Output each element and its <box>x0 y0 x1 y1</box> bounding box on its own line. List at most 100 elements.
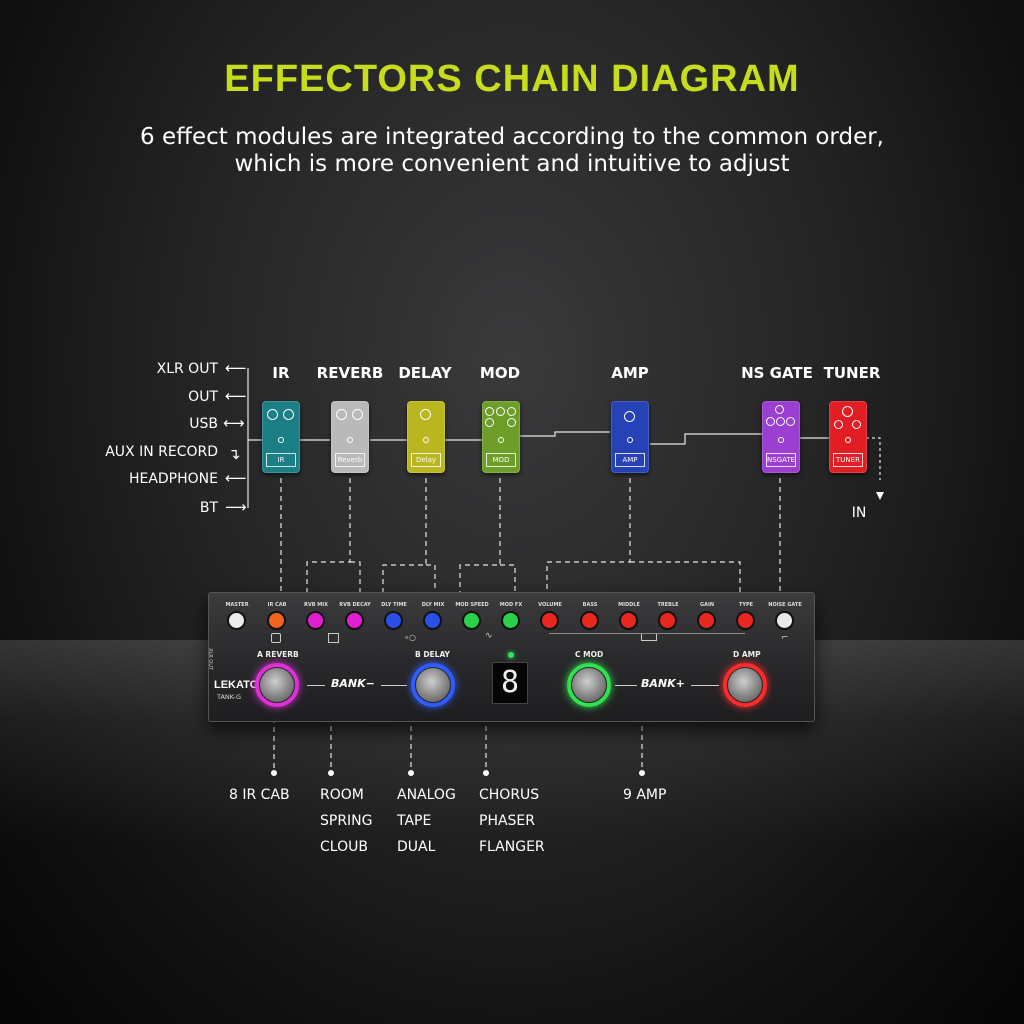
pedal-label: AMP <box>615 453 645 467</box>
pedal-mod: MOD <box>482 401 520 473</box>
out-label: OUT <box>188 389 218 405</box>
aux-in-record-label: AUX IN RECORD <box>105 444 218 460</box>
model-name: TANK-G <box>217 693 241 701</box>
module-name-reverb: REVERB <box>316 364 384 382</box>
amp-section-divider <box>549 633 745 634</box>
feature-item: CLOUB <box>320 839 368 855</box>
pedal-knob <box>485 407 494 416</box>
knob-label-volume: VOLUME <box>538 602 562 608</box>
feature-list-mod: CHORUS PHASER FLANGER <box>479 782 545 860</box>
pedal-knob <box>766 417 775 426</box>
page-title: EFFECTORS CHAIN DIAGRAM <box>224 58 800 100</box>
preset-display: 8 <box>492 662 528 704</box>
pedal-switch <box>627 437 633 443</box>
arrow-line <box>615 685 637 686</box>
feature-item: CHORUS <box>479 787 540 803</box>
module-name-amp: AMP <box>611 364 649 382</box>
feature-item: PHASER <box>479 813 536 829</box>
footswitch-ring-b <box>411 663 455 707</box>
footswitch-ring-a <box>255 663 299 707</box>
pedal-knob <box>776 417 785 426</box>
rvb-decay-knob[interactable] <box>347 613 362 628</box>
feature-item: SPRING <box>320 813 373 829</box>
module-name-delay: DELAY <box>398 364 452 382</box>
amp-type-icon <box>641 633 657 641</box>
arrow-right-icon: ⟶ <box>225 498 247 516</box>
pedal-reverb: Reverb <box>331 401 369 473</box>
master-knob[interactable] <box>229 613 244 628</box>
treble-knob[interactable] <box>660 613 675 628</box>
pedal-knob <box>336 409 347 420</box>
mod-fx-knob[interactable] <box>503 613 518 628</box>
pedal-knob <box>507 418 516 427</box>
knob-label-dly-time: DLY TIME <box>381 602 407 608</box>
arrow-left-icon: ⟵ <box>225 469 247 487</box>
rvb-mix-knob[interactable] <box>308 613 323 628</box>
knob-label-master: MASTER <box>225 602 249 608</box>
bt-label: BT <box>199 500 218 516</box>
footswitch-reverb[interactable] <box>260 668 294 702</box>
mod-speed-knob[interactable] <box>464 613 479 628</box>
pedal-knob <box>624 411 635 422</box>
footswitch-label-a: A REVERB <box>257 650 299 659</box>
ir-cab-knob[interactable] <box>269 613 284 628</box>
pedal-label: MOD <box>486 453 516 467</box>
in-label: IN <box>851 505 867 521</box>
footswitch-delay[interactable] <box>416 668 450 702</box>
subtitle-line-2: which is more convenient and intuitive t… <box>234 151 790 177</box>
pedal-ir: IR <box>262 401 300 473</box>
knob-label-noise-gate: NOISE GATE <box>768 602 802 608</box>
knob-label-middle: MIDDLE <box>618 602 640 608</box>
multi-effects-device: MASTER IR CAB RVB MIX RVB DECAY DLY TIME… <box>207 592 815 722</box>
pedal-switch <box>347 437 353 443</box>
dly-time-knob[interactable] <box>386 613 401 628</box>
pedal-label: NSGATE <box>766 453 796 467</box>
footswitch-ring-c <box>567 663 611 707</box>
arrow-line <box>381 685 407 686</box>
pedal-label: IR <box>266 453 296 467</box>
feature-list-ir: 8 IR CAB <box>229 782 290 808</box>
knob-label-rvb-decay: RVB DECAY <box>339 602 371 608</box>
feature-list-delay: ANALOG TAPE DUAL <box>397 782 456 860</box>
pedal-switch <box>423 437 429 443</box>
type-knob[interactable] <box>738 613 753 628</box>
feature-item: ANALOG <box>397 787 456 803</box>
knob-label-rvb-mix: RVB MIX <box>304 602 328 608</box>
pedal-delay: Delay <box>407 401 445 473</box>
pedal-knob <box>496 407 505 416</box>
pedal-knob <box>775 405 784 414</box>
pedal-switch <box>845 437 851 443</box>
feature-item: DUAL <box>397 839 436 855</box>
feature-list-amp: 9 AMP <box>623 782 666 808</box>
pedal-knob <box>485 418 494 427</box>
knob-label-type: TYPE <box>738 602 754 608</box>
footswitch-mod[interactable] <box>572 668 606 702</box>
bass-knob[interactable] <box>582 613 597 628</box>
knob-label-bass: BASS <box>582 602 598 608</box>
reverb-icon <box>328 633 339 643</box>
volume-knob[interactable] <box>542 613 557 628</box>
ir-cab-icon <box>271 633 281 643</box>
arrow-turn-down-icon: ↴ <box>228 445 241 463</box>
pedal-knob <box>852 420 861 429</box>
footswitch-label-b: B DELAY <box>415 650 450 659</box>
module-name-mod: MOD <box>479 364 521 382</box>
footswitch-amp[interactable] <box>728 668 762 702</box>
knob-label-dly-mix: DLY MIX <box>421 602 445 608</box>
arrow-line <box>307 685 325 686</box>
feature-list-reverb: ROOM SPRING CLOUB <box>320 782 373 860</box>
pedal-knob <box>834 420 843 429</box>
knob-label-ir-cab: IR CAB <box>267 602 287 608</box>
knob-label-mod-fx: MOD FX <box>499 602 523 608</box>
pedal-ns-gate: NSGATE <box>762 401 800 473</box>
gain-knob[interactable] <box>699 613 714 628</box>
feature-item: 8 IR CAB <box>229 787 290 803</box>
dly-mix-knob[interactable] <box>425 613 440 628</box>
noise-gate-knob[interactable] <box>777 613 792 628</box>
module-name-tuner: TUNER <box>823 364 881 382</box>
pedal-knob <box>842 406 853 417</box>
pedal-amp: AMP <box>611 401 649 473</box>
middle-knob[interactable] <box>621 613 636 628</box>
arrow-both-icon: ⟷ <box>223 414 245 432</box>
feature-item: ROOM <box>320 787 364 803</box>
